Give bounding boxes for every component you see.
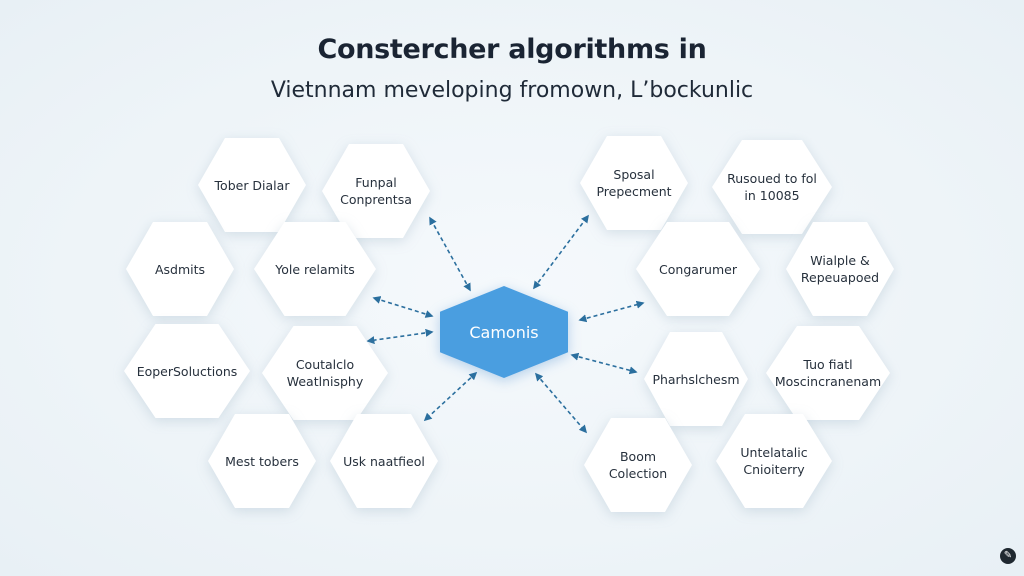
node-label: Pharhslchesm <box>652 371 740 387</box>
node-label: Boom Colection <box>608 449 668 481</box>
node-wialple[interactable]: Wialple &Repeuapoed <box>786 222 894 316</box>
node-tober-dialar[interactable]: Tober Dialar <box>198 138 306 232</box>
center-node-label: Camonis <box>469 322 539 342</box>
node-label: Wialple &Repeuapoed <box>800 253 880 285</box>
edge-center-n13 <box>570 352 638 375</box>
node-label: Congarumer <box>659 261 737 277</box>
node-label: Usk naatfieol <box>343 453 425 469</box>
diagram-subtitle: Vietnnam meveloping fromown, L’bockunlic <box>270 78 754 103</box>
node-asdmits[interactable]: Asdmits <box>126 222 234 316</box>
node-label: Mest tobers <box>225 453 299 469</box>
node-eopersoluctions[interactable]: EoperSoluctions <box>124 324 250 418</box>
diagram-title: Constercher algorithms in <box>317 34 707 65</box>
node-label: EoperSoluctions <box>136 363 238 379</box>
center-node[interactable]: Camonis <box>440 286 568 378</box>
node-mest-tobers[interactable]: Mest tobers <box>208 414 316 508</box>
edge-center-n11 <box>578 300 645 323</box>
node-yole-relamits[interactable]: Yole relamits <box>254 222 376 316</box>
node-label: Yole relamits <box>275 261 355 277</box>
node-pharhslchesm[interactable]: Pharhslchesm <box>644 332 748 426</box>
node-boom-colection[interactable]: Boom Colection <box>584 418 692 512</box>
edge-center-n4 <box>372 296 434 318</box>
edge-center-n15 <box>534 372 588 434</box>
node-label: Tober Dialar <box>214 177 290 193</box>
edge-center-n9 <box>533 214 589 290</box>
node-usk-naatfieol[interactable]: Usk naatfieol <box>330 414 438 508</box>
edge-center-n8 <box>423 371 478 422</box>
node-label: Asdmits <box>154 261 206 277</box>
edge-center-n2 <box>429 216 471 292</box>
edit-icon[interactable]: ✎ <box>1000 548 1016 564</box>
edge-center-n6 <box>366 328 434 345</box>
node-congarumer[interactable]: Congarumer <box>636 222 760 316</box>
